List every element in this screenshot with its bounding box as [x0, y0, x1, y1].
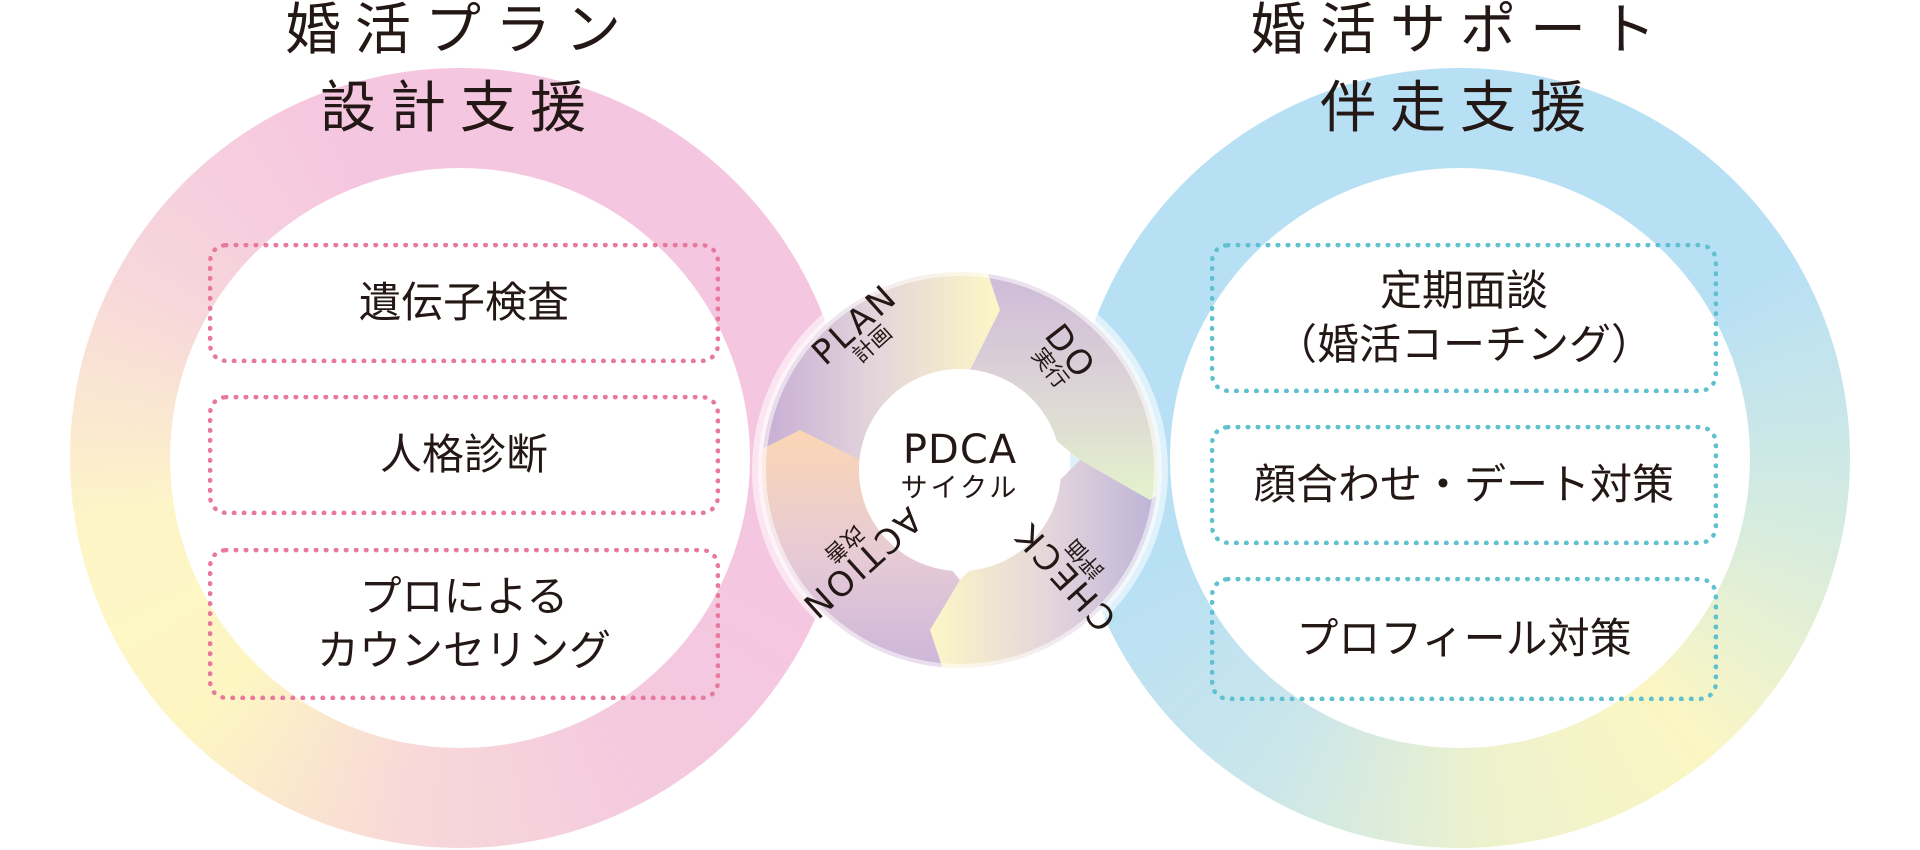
right-title: 婚活サポート 伴走支援: [1240, 0, 1680, 148]
item-label: プロフィール対策: [1296, 614, 1632, 663]
pdca-wheel: PLAN 計画 DO 実行 CHECK 評価 ACTION 改善 PDCA サイ…: [750, 260, 1170, 680]
pdca-ring-graphic: [752, 262, 1168, 678]
right-ring: [1070, 68, 1850, 848]
item-label-line2: （婚活コーチング）: [1274, 320, 1653, 369]
right-title-line2: 伴走支援: [1320, 76, 1600, 141]
right-title-line1: 婚活サポート: [1250, 0, 1670, 63]
right-ring-inner: [1170, 168, 1750, 748]
item-label-line1: 定期面談: [1379, 266, 1548, 315]
right-item-regular-interview: 定期面談 （婚活コーチング）: [1210, 243, 1718, 393]
pdca-center: PDCA サイクル: [860, 428, 1060, 506]
item-label: 人格診断: [379, 430, 548, 479]
right-item-profile-measures: プロフィール対策: [1210, 577, 1718, 701]
left-title: 婚活プラン 設計支援: [260, 0, 660, 148]
item-label-line1: プロによる: [359, 572, 569, 621]
item-label: 顔合わせ・デート対策: [1253, 460, 1674, 509]
left-ring-inner: [170, 168, 750, 748]
pdca-center-title: PDCA: [902, 427, 1018, 473]
item-label: 遺伝子検査: [358, 278, 569, 327]
item-label-line2: カウンセリング: [316, 626, 611, 675]
right-item-date-measures: 顔合わせ・デート対策: [1210, 425, 1718, 545]
left-ring: [70, 68, 850, 848]
left-item-genetic-test: 遺伝子検査: [208, 243, 720, 363]
left-title-line1: 婚活プラン: [285, 0, 635, 63]
left-item-personality-diagnosis: 人格診断: [208, 395, 720, 515]
pdca-center-subtitle: サイクル: [900, 473, 1020, 504]
left-title-line2: 設計支援: [320, 76, 600, 141]
left-item-pro-counseling: プロによる カウンセリング: [208, 548, 720, 700]
